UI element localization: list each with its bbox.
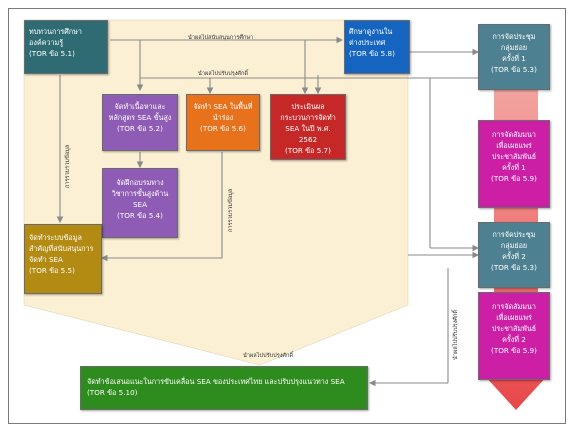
box-tor-5-6: จัดทำ SEA ในพื้นที่ นำร่อง (TOR ข้อ 5.6): [186, 94, 260, 151]
box-5-2-text: จัดทำเนื้อหาและ หลักสูตร SEA ขั้นสูง: [108, 102, 172, 122]
box-5-6-text: จัดทำ SEA ในพื้นที่ นำร่อง: [193, 102, 253, 122]
box-5-5-ref: (TOR ข้อ 5.5): [29, 266, 75, 275]
box-5-3-first-ref: (TOR ข้อ 5.3): [491, 65, 537, 74]
box-5-3-second-text: การจัดประชุม กลุ่มย่อย ครั้งที่ 2: [492, 230, 536, 261]
box-5-9-first-text: การจัดสัมมนา เพื่อเผยแพร่ ประชาสัมพันธ์ …: [491, 130, 537, 172]
box-5-10-text: จัดทำข้อเสนอแนะในการขับเคลื่อน SEA ของปร…: [87, 377, 345, 386]
label-data-collect-mid: การรวบรวมข้อมูล: [228, 188, 234, 232]
box-5-8-ref: (TOR ข้อ 5.8): [349, 49, 395, 58]
box-5-6-ref: (TOR ข้อ 5.6): [200, 124, 246, 133]
box-5-4-text: จัดฝึกอบรมทาง วิชาการขั้นสูงด้าน SEA: [111, 178, 169, 209]
box-5-1-text: ทบทวนการศึกษา องค์ความรู้: [29, 27, 82, 47]
box-5-9-first-ref: (TOR ข้อ 5.9): [491, 174, 537, 183]
box-5-10-ref: (TOR ข้อ 5.10): [87, 388, 138, 397]
box-tor-5-10: จัดทำข้อเสนอแนะในการขับเคลื่อน SEA ของปร…: [80, 366, 368, 410]
box-tor-5-3-first: การจัดประชุม กลุ่มย่อย ครั้งที่ 1 (TOR ข…: [478, 24, 550, 90]
label-improve-right: นำผลไปปรับปรุงศักดิ์: [453, 310, 459, 360]
box-5-2-ref: (TOR ข้อ 5.2): [117, 124, 163, 133]
box-5-7-text: ประเมินผล กระบวนการจัดทำ SEA ในปี พ.ศ. 2…: [280, 102, 336, 144]
label-improve-bottom: นำผลไปปรับปรุงศักดิ์: [243, 353, 293, 359]
box-5-3-first-text: การจัดประชุม กลุ่มย่อย ครั้งที่ 1: [492, 32, 536, 63]
box-tor-5-8: ศึกษาดูงานใน ต่างประเทศ (TOR ข้อ 5.8): [344, 20, 410, 74]
box-5-8-text: ศึกษาดูงานใน ต่างประเทศ: [349, 27, 393, 47]
box-5-9-second-text: การจัดสัมมนา เพื่อเผยแพร่ ประชาสัมพันธ์ …: [491, 302, 537, 344]
box-tor-5-3-second: การจัดประชุม กลุ่มย่อย ครั้งที่ 2 (TOR ข…: [478, 222, 550, 288]
box-tor-5-7: ประเมินผล กระบวนการจัดทำ SEA ในปี พ.ศ. 2…: [270, 94, 346, 160]
box-5-4-ref: (TOR ข้อ 5.4): [117, 211, 163, 220]
box-tor-5-5: จัดทำระบบข้อมูล สำคัญที่สนับสนุนการ จัดท…: [24, 224, 102, 294]
box-5-1-ref: (TOR ข้อ 5.1): [29, 49, 75, 58]
label-support-study: นำผลไปสนับสนุนการศึกษา: [188, 35, 254, 41]
box-tor-5-9-second: การจัดสัมมนา เพื่อเผยแพร่ ประชาสัมพันธ์ …: [478, 292, 550, 380]
box-5-9-second-ref: (TOR ข้อ 5.9): [491, 346, 537, 355]
box-5-3-second-ref: (TOR ข้อ 5.3): [491, 263, 537, 272]
label-improve-top: นำผลไปปรับปรุงศักดิ์: [198, 71, 248, 77]
box-tor-5-4: จัดฝึกอบรมทาง วิชาการขั้นสูงด้าน SEA (TO…: [102, 168, 178, 238]
box-5-7-ref: (TOR ข้อ 5.7): [285, 146, 331, 155]
box-tor-5-2: จัดทำเนื้อหาและ หลักสูตร SEA ขั้นสูง (TO…: [102, 94, 178, 151]
box-tor-5-9-first: การจัดสัมมนา เพื่อเผยแพร่ ประชาสัมพันธ์ …: [478, 120, 550, 208]
box-5-5-text: จัดทำระบบข้อมูล สำคัญที่สนับสนุนการ จัดท…: [29, 233, 94, 264]
box-tor-5-1: ทบทวนการศึกษา องค์ความรู้ (TOR ข้อ 5.1): [24, 20, 108, 74]
label-data-collect-left: การรวบรวมข้อมูล: [65, 144, 71, 188]
